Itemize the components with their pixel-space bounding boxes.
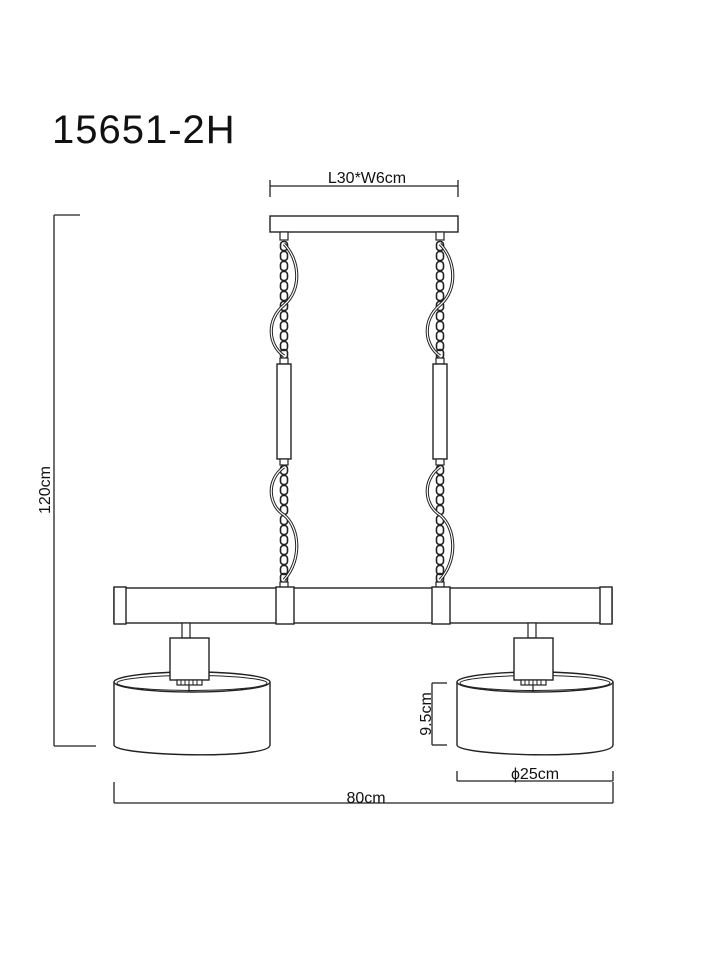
height-dimension: 120cm [37,214,96,747]
canopy-dimension-label: L30*W6cm [328,170,406,187]
height-dimension-label: 120cm [37,466,54,514]
horizontal-bar [113,586,613,625]
shade-diameter-dimension: ϕ25cm [456,766,614,783]
left-drum-shade [113,622,271,756]
right-chain-suspension [425,231,455,591]
shade-height-dimension: 9.5cm [418,682,447,746]
shade-diameter-label: ϕ25cm [511,766,559,783]
ceiling-canopy [269,215,459,233]
width-dimension: 80cm [113,782,614,807]
left-chain-suspension [269,231,299,591]
width-dimension-label: 80cm [346,790,385,807]
right-drum-shade [456,622,614,756]
canopy-dimension: L30*W6cm [269,170,459,197]
product-code-title: 15651-2H [52,108,236,152]
shade-height-label: 9.5cm [418,692,435,736]
